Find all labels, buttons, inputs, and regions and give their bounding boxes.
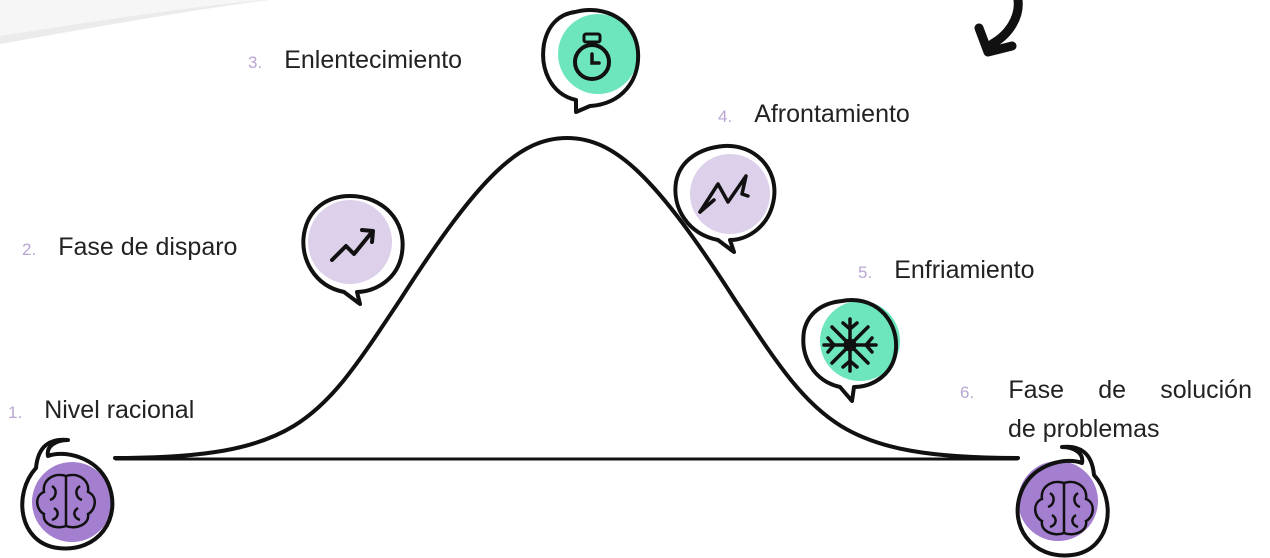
snowflake-icon [801,298,900,403]
phase-6-word-2: de [1098,376,1127,404]
phase-3-number: 3. [248,53,263,72]
phase-4-text: Afrontamiento [754,100,910,128]
phase-6-number: 6. [960,383,975,402]
phase-1-label: 1. Nivel racional [8,396,194,425]
phase-2-text: Fase de disparo [58,233,238,261]
phase-1-text: Nivel racional [44,396,195,424]
phase-4-number: 4. [718,107,733,126]
phase-5-text: Enfriamiento [894,256,1035,284]
brain-icon [1015,444,1110,558]
phase-2-label: 2. Fase de disparo [22,233,237,262]
bell-curve [113,135,1020,460]
phase-1-number: 1. [8,403,23,422]
phase-5-label: 5. Enfriamiento [858,256,1035,285]
zigzag-chart-icon [673,143,777,254]
arrow-icon [974,0,1023,57]
phase-6-label: 6. Fase de solución de problemas [960,372,1252,447]
trending-up-icon [301,194,405,306]
phase-6-word-1: Fase [1008,376,1064,404]
phase-3-label: 3. Enlentecimiento [248,46,462,75]
phase-6-word-3: solución [1160,376,1252,404]
phase-2-number: 2. [22,240,37,259]
phase-3-text: Enlentecimiento [284,46,463,74]
phase-6-line-1: 6. Fase de solución [960,372,1252,411]
phase-5-number: 5. [858,263,873,282]
stopwatch-icon [541,8,641,114]
phase-4-label: 4. Afrontamiento [718,100,910,129]
phase-6-line-2: de problemas [1008,415,1160,443]
brain-icon [20,437,115,551]
corner-paper [0,0,265,36]
